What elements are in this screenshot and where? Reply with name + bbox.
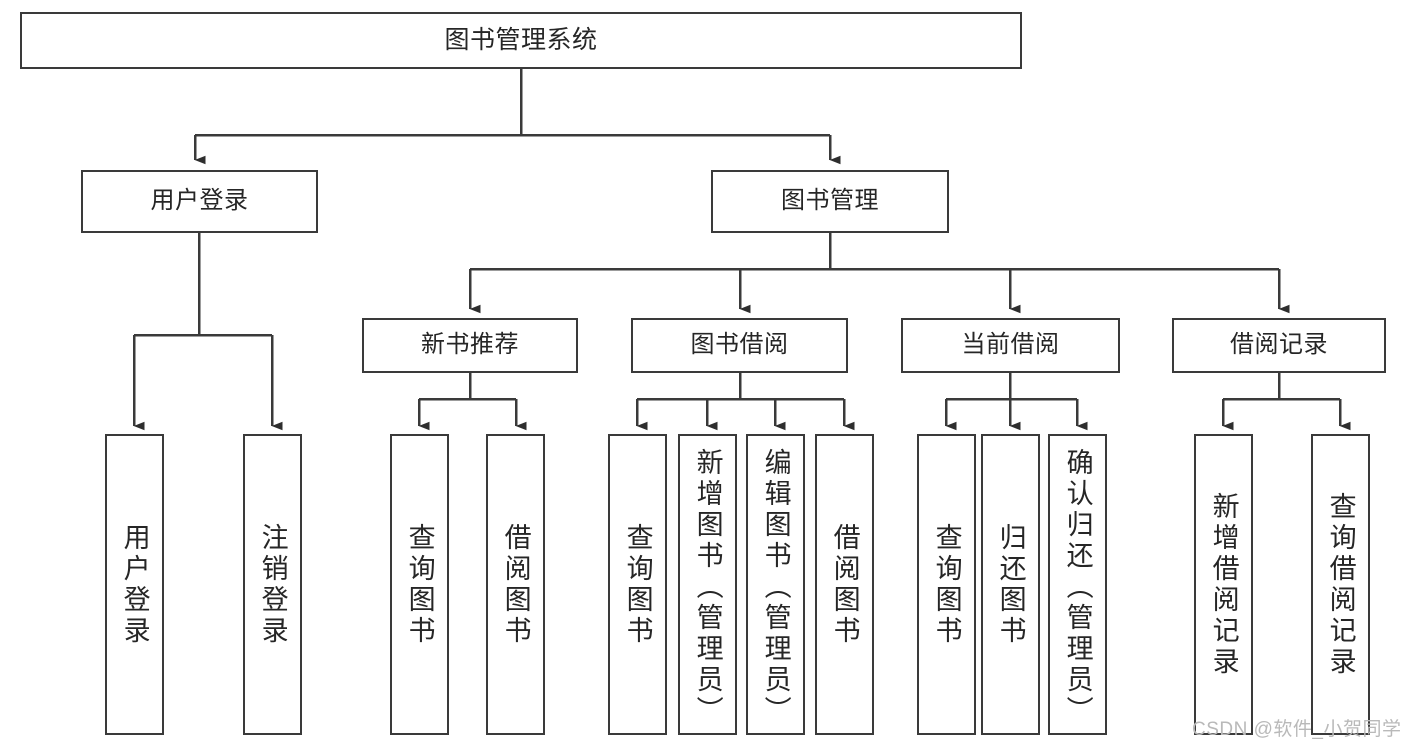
node-user-login-label: 用户登录 <box>150 187 249 215</box>
node-leaf-logout-label: 注销登录 <box>257 522 288 647</box>
node-leaf-query-book-2-label: 查询图书 <box>622 522 653 647</box>
node-leaf-query-book-3[interactable]: 查询图书 <box>917 434 976 735</box>
node-leaf-edit-book-label: 编辑图书（管理员） <box>760 448 791 727</box>
node-leaf-return-book-label: 归还图书 <box>995 522 1026 647</box>
node-current-borrow-label: 当前借阅 <box>961 331 1060 359</box>
node-leaf-user-login[interactable]: 用户登录 <box>105 434 164 735</box>
node-leaf-borrow-book-1-label: 借阅图书 <box>500 522 531 647</box>
node-current-borrow[interactable]: 当前借阅 <box>901 318 1120 373</box>
node-leaf-add-record-label: 新增借阅记录 <box>1208 491 1239 678</box>
node-new-book-recommend-label: 新书推荐 <box>421 331 519 359</box>
node-leaf-add-book-label: 新增图书（管理员） <box>692 448 723 727</box>
node-leaf-edit-book[interactable]: 编辑图书（管理员） <box>746 434 805 735</box>
node-book-manage[interactable]: 图书管理 <box>711 170 949 233</box>
node-leaf-add-book[interactable]: 新增图书（管理员） <box>678 434 737 735</box>
node-leaf-borrow-book-1[interactable]: 借阅图书 <box>486 434 545 735</box>
node-new-book-recommend[interactable]: 新书推荐 <box>362 318 578 373</box>
node-leaf-query-book-1[interactable]: 查询图书 <box>390 434 449 735</box>
node-leaf-query-record[interactable]: 查询借阅记录 <box>1311 434 1370 735</box>
node-leaf-confirm-return-label: 确认归还（管理员） <box>1062 448 1093 727</box>
node-leaf-logout[interactable]: 注销登录 <box>243 434 302 735</box>
node-borrow-record-label: 借阅记录 <box>1230 331 1328 359</box>
node-borrow-record[interactable]: 借阅记录 <box>1172 318 1386 373</box>
node-leaf-query-book-3-label: 查询图书 <box>931 522 962 647</box>
csdn-watermark: CSDN @软件_小贺同学 <box>1192 719 1402 740</box>
node-leaf-query-record-label: 查询借阅记录 <box>1325 491 1356 678</box>
node-leaf-query-book-2[interactable]: 查询图书 <box>608 434 667 735</box>
node-book-manage-label: 图书管理 <box>781 187 879 215</box>
node-root[interactable]: 图书管理系统 <box>20 12 1022 69</box>
node-leaf-add-record[interactable]: 新增借阅记录 <box>1194 434 1253 735</box>
node-user-login[interactable]: 用户登录 <box>81 170 318 233</box>
node-leaf-borrow-book-2[interactable]: 借阅图书 <box>815 434 874 735</box>
node-leaf-user-login-label: 用户登录 <box>119 522 150 647</box>
node-leaf-return-book[interactable]: 归还图书 <box>981 434 1040 735</box>
node-leaf-confirm-return[interactable]: 确认归还（管理员） <box>1048 434 1107 735</box>
node-leaf-query-book-1-label: 查询图书 <box>404 522 435 647</box>
node-book-borrow-label: 图书借阅 <box>690 331 789 359</box>
node-root-label: 图书管理系统 <box>444 25 598 54</box>
node-leaf-borrow-book-2-label: 借阅图书 <box>829 522 860 647</box>
node-book-borrow[interactable]: 图书借阅 <box>631 318 848 373</box>
